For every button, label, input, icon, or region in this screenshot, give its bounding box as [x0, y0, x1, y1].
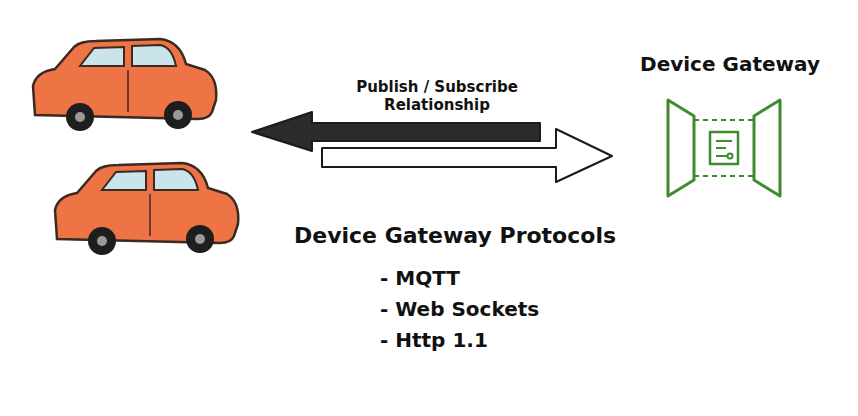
arrow-right	[322, 129, 612, 182]
gateway-icon	[668, 100, 780, 196]
list-item: - Web Sockets	[380, 296, 539, 322]
section-heading: Device Gateway Protocols	[294, 222, 616, 250]
arrow-label: Publish / Subscribe Relationship	[337, 78, 537, 114]
arrow-left	[252, 112, 540, 151]
node-title: Device Gateway	[616, 50, 844, 78]
list-item: - MQTT	[380, 265, 460, 291]
car-illustration	[55, 163, 238, 255]
car-illustration	[33, 39, 216, 131]
list-item: - Http 1.1	[380, 327, 488, 353]
gateway-node: Device Gateway	[616, 50, 844, 202]
